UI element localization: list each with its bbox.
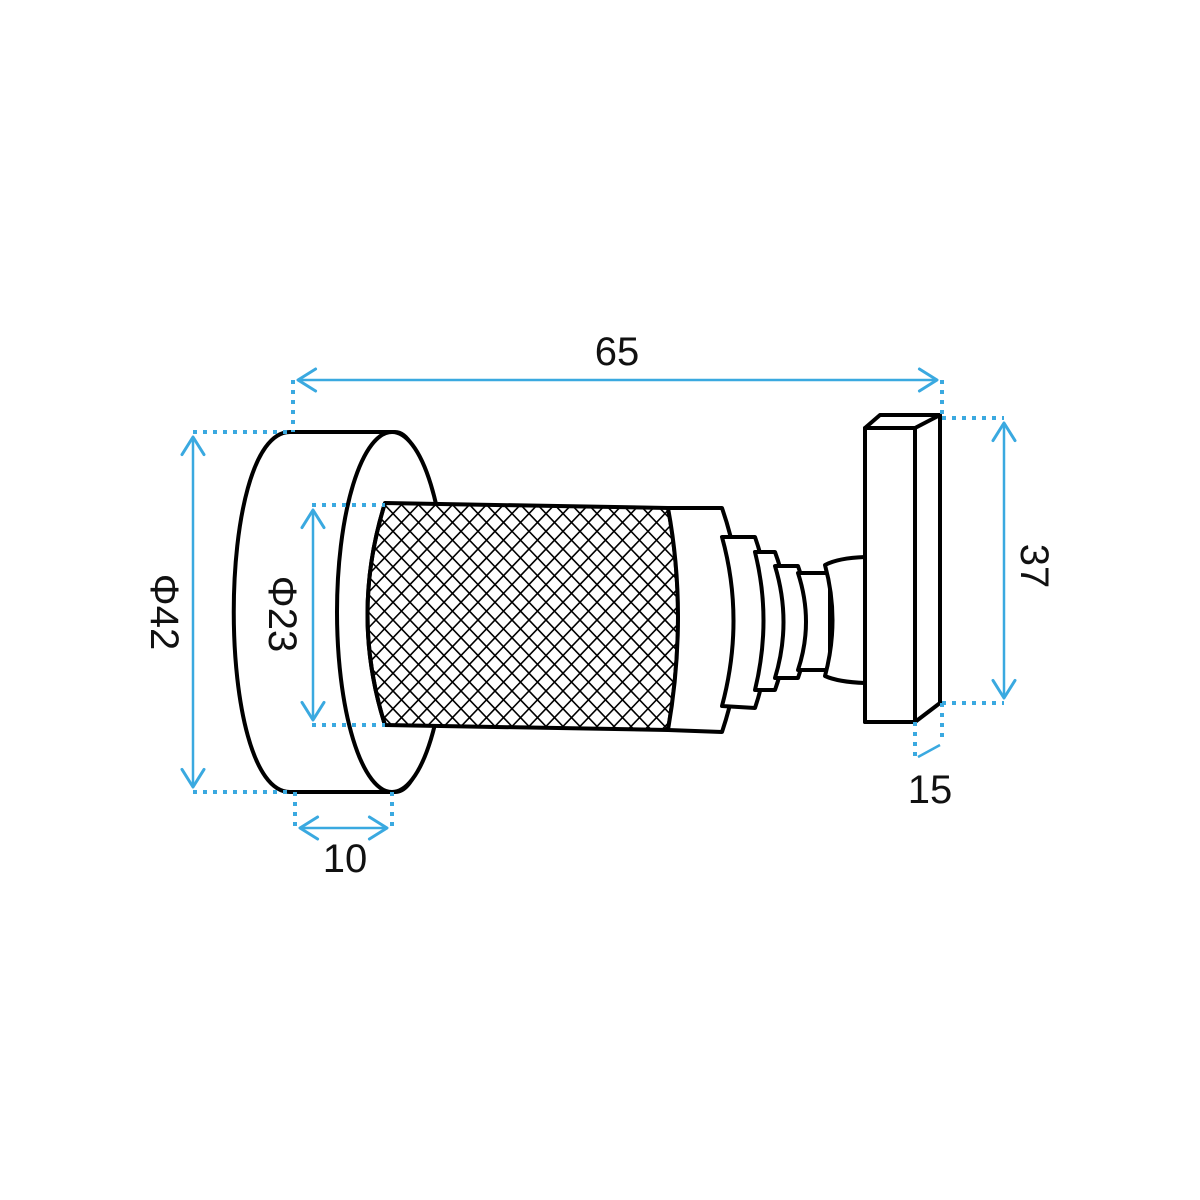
overall-length-label: 65 [595, 330, 640, 374]
length-arrow-left [296, 367, 318, 393]
knurl-diameter-label: Φ23 [260, 576, 304, 652]
plate-height-arrow-top [991, 421, 1017, 443]
base-diameter-arrow-top [180, 435, 206, 457]
plate-thickness-label: 15 [908, 768, 953, 812]
plate-height-arrow-bottom [991, 678, 1017, 700]
knurl-diameter-arrow-bottom [300, 700, 326, 722]
base-diameter-arrow-bottom [180, 767, 206, 789]
hook-outline [231, 413, 942, 794]
length-arrow-right [917, 367, 939, 393]
thickness-arrow-left [298, 815, 320, 841]
plate-thickness-dimension-line [917, 743, 941, 759]
base-diameter-label: Φ42 [142, 574, 186, 650]
dimension-lines [180, 367, 1017, 841]
thickness-arrow-right [367, 815, 389, 841]
knurl-diameter-arrow-top [300, 508, 326, 530]
shaft-boss [823, 555, 867, 685]
end-plate-front [863, 426, 917, 724]
shaft-neck [796, 571, 832, 672]
plate-height-label: 37 [1012, 544, 1056, 589]
base-thickness-label: 10 [323, 837, 368, 881]
knurled-body-edge [365, 502, 387, 726]
end-plate-top-edge [914, 413, 941, 430]
